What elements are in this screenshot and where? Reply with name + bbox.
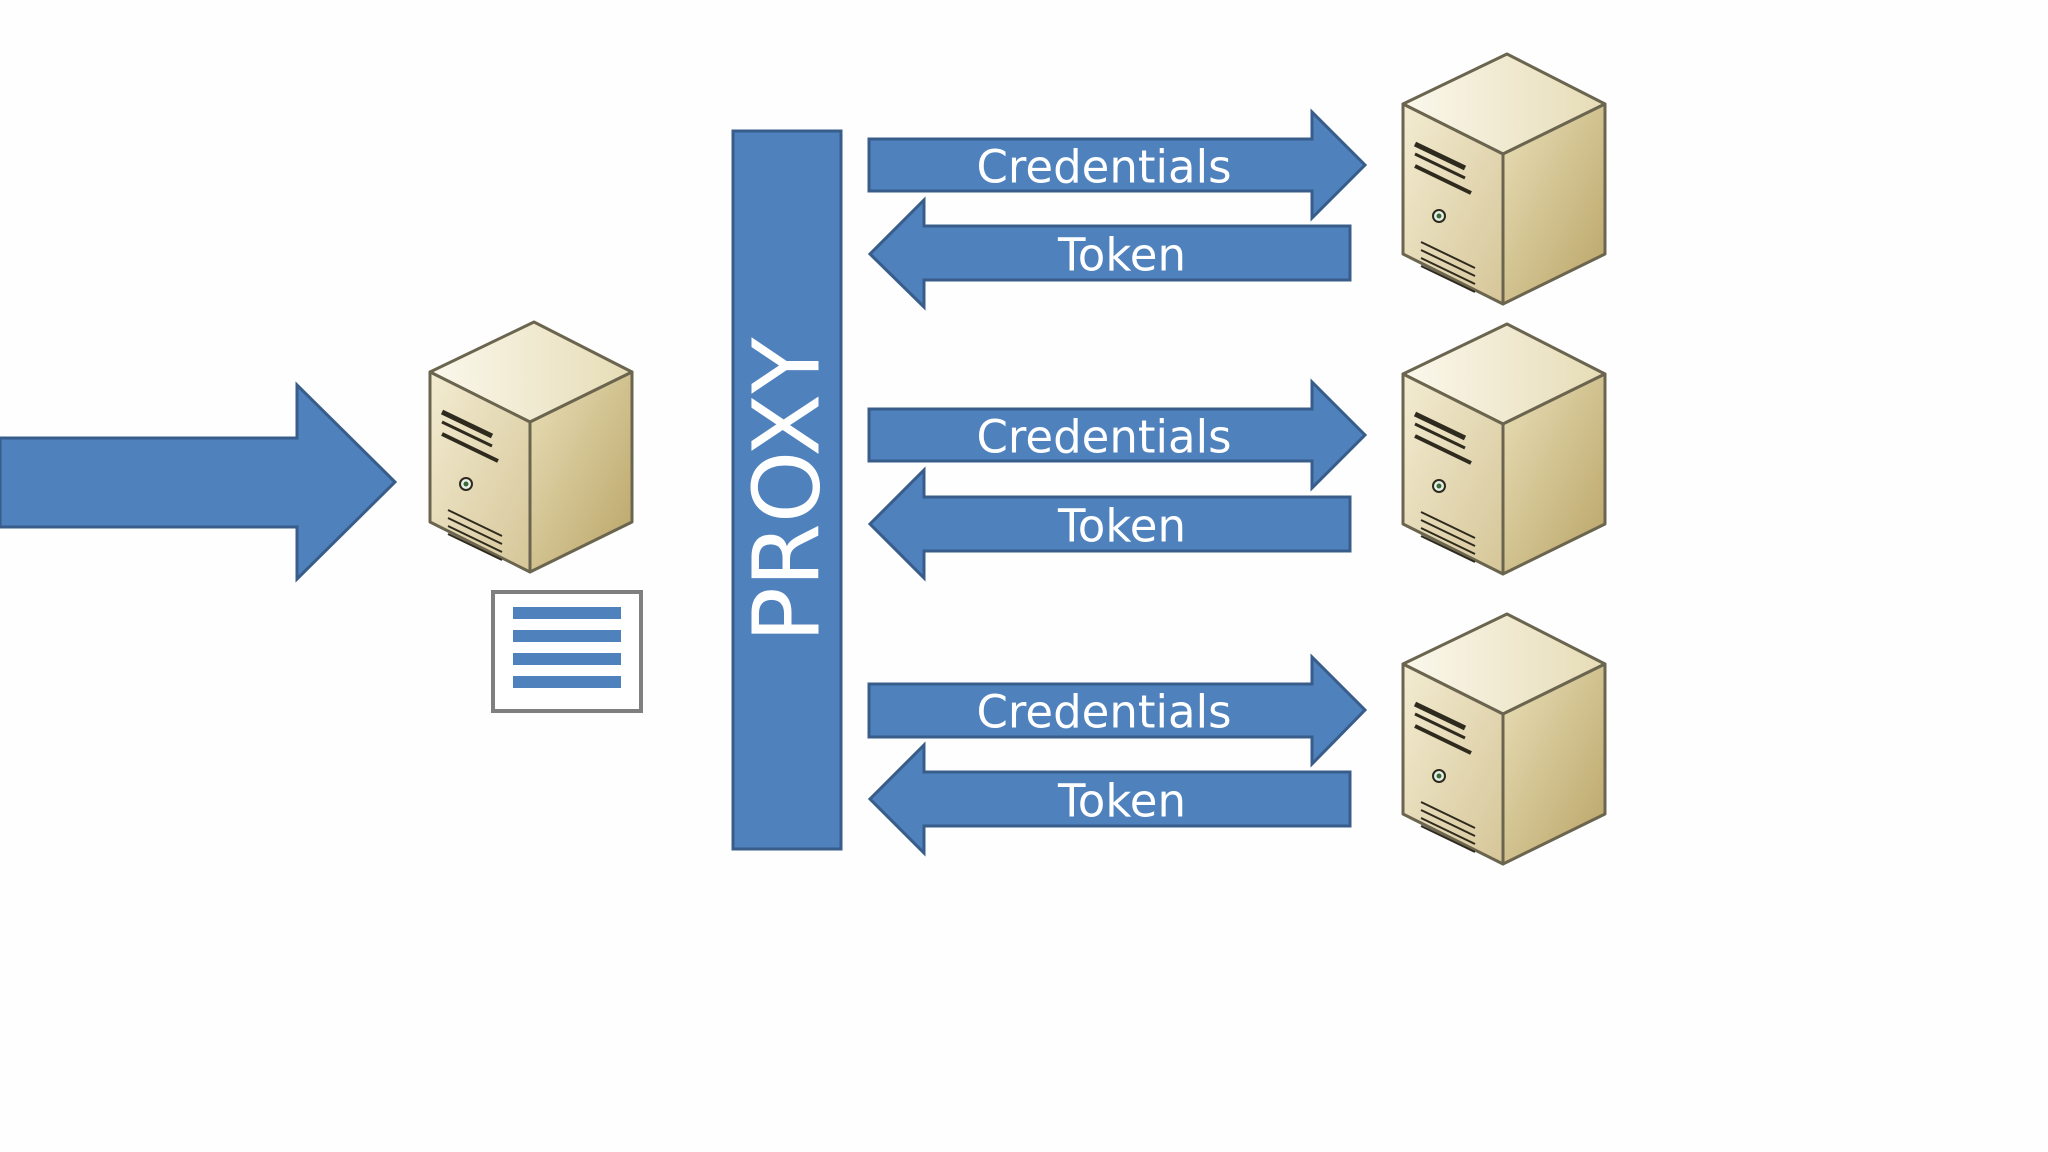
credentials-arrow bbox=[867, 653, 1368, 768]
token-arrow bbox=[867, 196, 1352, 311]
credentials-label: Credentials bbox=[976, 141, 1231, 194]
token-arrow bbox=[867, 466, 1352, 582]
token-label: Token bbox=[1057, 775, 1186, 828]
token-label: Token bbox=[1057, 500, 1186, 553]
proxy-label: PROXY bbox=[734, 337, 841, 643]
credentials-arrow bbox=[867, 108, 1368, 222]
credentials-arrow bbox=[867, 378, 1368, 492]
server-icon bbox=[430, 322, 632, 572]
token-arrow bbox=[867, 741, 1352, 857]
incoming-arrow bbox=[0, 381, 398, 583]
server-icon bbox=[1403, 614, 1605, 864]
credentials-label: Credentials bbox=[976, 686, 1231, 739]
server-icon bbox=[1403, 324, 1605, 574]
document-icon bbox=[491, 590, 643, 713]
server-icon bbox=[1403, 54, 1605, 304]
token-label: Token bbox=[1057, 229, 1186, 282]
proxy-bar bbox=[731, 129, 843, 851]
credentials-label: Credentials bbox=[976, 411, 1231, 464]
